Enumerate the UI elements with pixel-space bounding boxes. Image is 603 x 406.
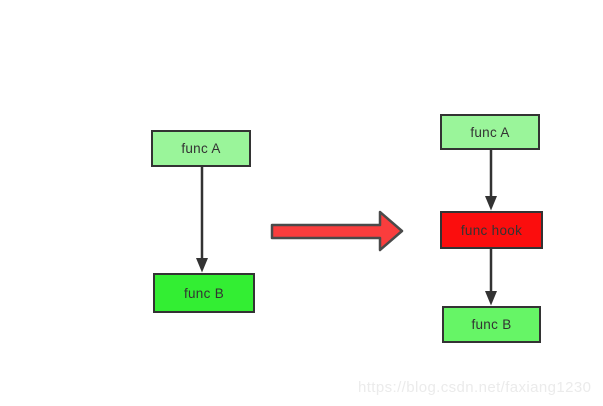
arrow-funcA-to-funcHook <box>485 150 497 211</box>
node-func-hook: func hook <box>440 211 543 249</box>
node-func-a-before-label: func A <box>181 141 221 156</box>
arrow-funcA-to-funcB-before <box>196 167 208 273</box>
arrow-funcHook-to-funcB <box>485 249 497 306</box>
node-func-a-after: func A <box>440 114 540 150</box>
node-func-hook-label: func hook <box>460 222 523 238</box>
node-func-b-before: func B <box>153 273 255 313</box>
transform-arrow <box>270 210 404 252</box>
node-func-a-after-label: func A <box>470 124 510 140</box>
node-func-b-before-label: func B <box>183 285 225 301</box>
node-func-b-after: func B <box>442 306 541 343</box>
node-func-b-after-label: func B <box>471 317 512 332</box>
node-func-a-before: func A <box>151 130 251 167</box>
watermark-text: https://blog.csdn.net/faxiang1230 <box>358 379 592 396</box>
